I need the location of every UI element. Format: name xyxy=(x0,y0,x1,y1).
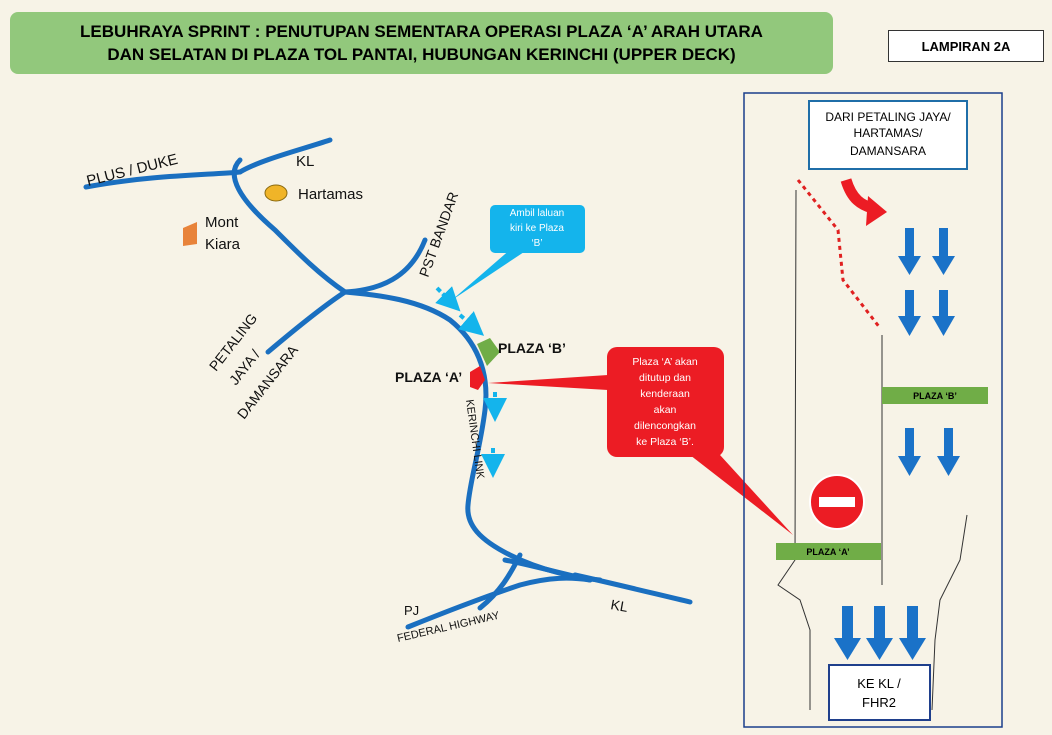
inset-plaza-a-label: PLAZA ‘A’ xyxy=(806,547,849,557)
road-kl-north xyxy=(237,137,333,175)
route-arrows xyxy=(435,286,507,478)
road-federal-highway xyxy=(405,575,593,630)
callout-red-line-6: ke Plaza ‘B’. xyxy=(636,436,694,448)
road-plus-duke xyxy=(83,169,243,190)
callout-red-line-5: dilencongkan xyxy=(634,420,696,432)
inset-from-line-1: DARI PETALING JAYA/ xyxy=(825,110,951,124)
callout-red-line-1: Plaza ‘A’ akan xyxy=(632,356,698,368)
flow-arrow xyxy=(932,228,955,275)
callout-red: Plaza ‘A’ akan ditutup dan kenderaan aka… xyxy=(488,347,793,535)
road-pst-bandar xyxy=(342,237,428,295)
flow-arrow xyxy=(899,606,926,660)
inset-to-line-1: KE KL / xyxy=(857,676,901,691)
plaza-b-marker xyxy=(477,338,500,366)
label-plaza-a: PLAZA ‘A’ xyxy=(395,369,462,385)
callout-blue-line-3: ‘B’ xyxy=(531,238,542,249)
inset-closure-line xyxy=(796,179,882,329)
callout-red-line-3: kenderaan xyxy=(640,388,690,400)
label-plaza-b: PLAZA ‘B’ xyxy=(498,340,566,356)
inset-road-edges xyxy=(777,189,968,711)
plaza-a-marker xyxy=(470,366,485,390)
label-kl-top: KL xyxy=(296,153,314,170)
road-petaling-jaya xyxy=(265,289,348,355)
callout-red-line-2: ditutup dan xyxy=(639,372,691,384)
road-network xyxy=(83,137,693,630)
inset-to-line-2: FHR2 xyxy=(862,695,896,710)
flow-arrow xyxy=(937,428,960,476)
callout-blue-line-2: kiri ke Plaza xyxy=(510,223,564,234)
label-kiara: Kiara xyxy=(205,236,241,253)
title-line-2: DAN SELATAN DI PLAZA TOL PANTAI, HUBUNGA… xyxy=(107,45,736,64)
inset-from-line-2: HARTAMAS/ xyxy=(854,126,924,140)
inset-from-box xyxy=(808,100,968,170)
inset-from-line-3: DAMANSARA xyxy=(850,144,926,158)
label-kl-bottom: KL xyxy=(609,596,629,615)
label-mont: Mont xyxy=(205,214,239,231)
title-banner: LEBUHRAYA SPRINT : PENUTUPAN SEMENTARA O… xyxy=(10,12,833,74)
inset-panel xyxy=(743,92,1003,728)
flow-arrow xyxy=(898,228,921,275)
inset-flow-arrows xyxy=(834,228,960,660)
label-pst-bandar: PST BANDAR xyxy=(416,190,462,279)
no-entry-icon xyxy=(809,474,865,530)
lampiran-label: LAMPIRAN 2A xyxy=(888,30,1044,62)
flow-arrow xyxy=(834,606,861,660)
flow-arrow xyxy=(898,290,921,336)
flow-arrow xyxy=(898,428,921,476)
inset-plaza-a-bar xyxy=(776,543,881,560)
label-plus-duke: PLUS / DUKE xyxy=(85,151,180,190)
inset-to-box xyxy=(828,664,931,721)
inset-plaza-b-bar xyxy=(882,387,988,404)
label-hartamas: Hartamas xyxy=(298,186,363,203)
title-line-1: LEBUHRAYA SPRINT : PENUTUPAN SEMENTARA O… xyxy=(80,22,763,41)
callout-blue-line-1: Ambil laluan xyxy=(510,208,564,219)
road-federal-link-2 xyxy=(502,557,593,583)
callout-red-line-4: akan xyxy=(654,404,677,416)
hartamas-marker xyxy=(264,184,288,202)
road-duke-to-junction xyxy=(231,157,348,295)
callout-blue: Ambil laluan kiri ke Plaza ‘B’ xyxy=(452,205,585,300)
mont-kiara-marker xyxy=(183,222,197,246)
label-pj: PJ xyxy=(404,603,419,618)
flow-arrow xyxy=(866,606,893,660)
inset-plaza-b-label: PLAZA ‘B’ xyxy=(913,391,957,401)
flow-arrow xyxy=(932,290,955,336)
inset-diversion-arrow xyxy=(840,178,887,226)
